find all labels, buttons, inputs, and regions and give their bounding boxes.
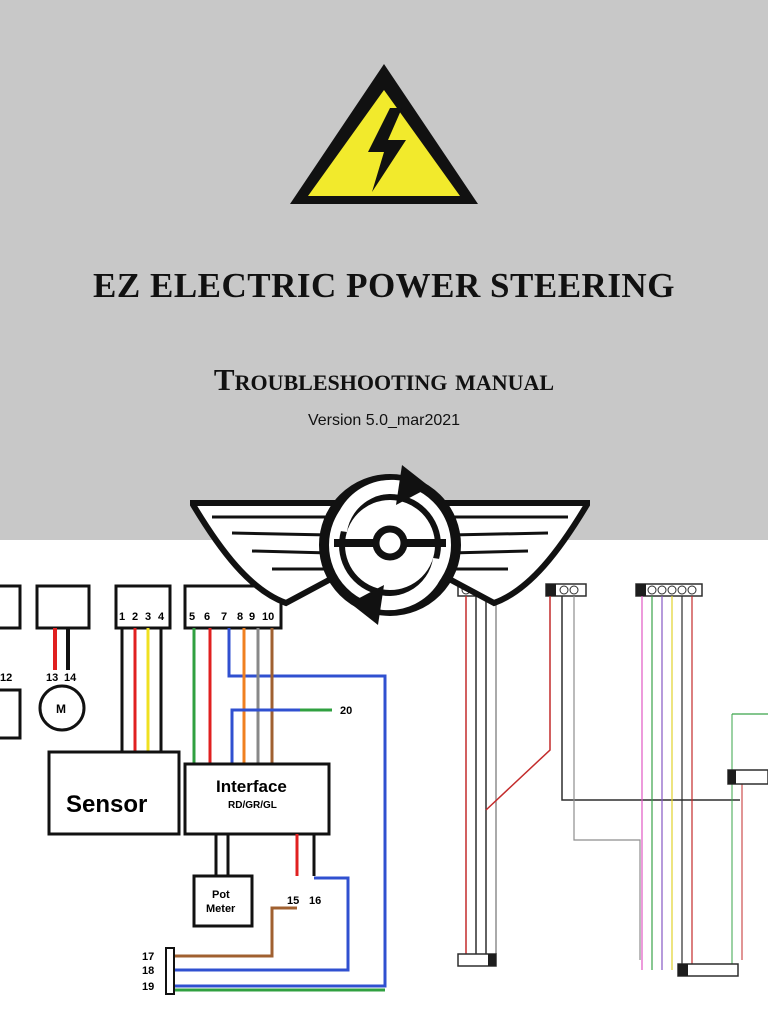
pin-label: 12 (0, 672, 12, 684)
svg-text:15: 15 (287, 895, 299, 907)
sensor-label: Sensor (66, 791, 147, 818)
pin-label: 14 (64, 672, 77, 684)
svg-text:Meter: Meter (206, 903, 236, 915)
svg-text:16: 16 (309, 895, 321, 907)
svg-text:7: 7 (221, 611, 227, 623)
svg-text:4: 4 (158, 611, 165, 623)
connector-12 (0, 584, 22, 630)
svg-text:1: 1 (119, 611, 125, 623)
connector-17-19 (165, 947, 175, 995)
svg-text:6: 6 (204, 611, 210, 623)
svg-text:Pot: Pot (212, 889, 230, 901)
version-label: Version 5.0_mar2021 (307, 412, 461, 429)
interface-box (183, 762, 331, 836)
manual-subtitle: Troubleshooting manual (213, 362, 555, 397)
manual-title: EZ ELECTRIC POWER STEERING (93, 266, 675, 305)
svg-text:17: 17 (142, 951, 154, 963)
svg-text:8: 8 (237, 611, 243, 623)
interface-label: Interface (216, 777, 287, 796)
harness-drawing (457, 583, 768, 977)
high-voltage-warning-icon (290, 64, 478, 204)
connector-sensor (114, 584, 172, 630)
svg-text:9: 9 (249, 611, 255, 623)
svg-text:19: 19 (142, 981, 154, 993)
motor-label: M (56, 702, 66, 716)
component-left (0, 688, 22, 740)
svg-text:2: 2 (132, 611, 138, 623)
svg-text:10: 10 (262, 611, 274, 623)
pin-label: 13 (46, 672, 58, 684)
pot-meter-box (192, 874, 254, 928)
pin-20-label: 20 (340, 705, 352, 717)
motor-icon (38, 684, 86, 732)
interface-sub-label: RD/GR/GL (228, 800, 277, 811)
ez-winged-steering-logo (190, 465, 590, 625)
wiring-diagram: 12 13 14 M 1 2 3 4 Sensor 5 6 7 8 9 10 2… (0, 583, 768, 995)
connector-motor (35, 584, 91, 630)
svg-text:5: 5 (189, 611, 195, 623)
sensor-box (47, 750, 181, 836)
svg-text:18: 18 (142, 965, 154, 977)
svg-text:3: 3 (145, 611, 151, 623)
